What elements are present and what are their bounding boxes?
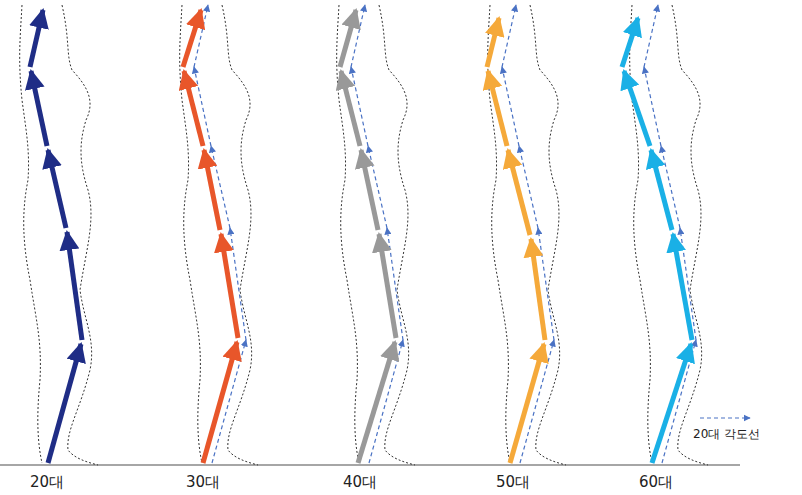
reference-angle-line bbox=[194, 5, 696, 463]
body-silhouette bbox=[337, 5, 415, 465]
age-label: 30대 bbox=[186, 473, 220, 492]
legend-text: 20대 각도선 bbox=[693, 426, 760, 443]
body-silhouette bbox=[630, 5, 708, 465]
legend-sample-line bbox=[700, 417, 750, 418]
body-silhouette bbox=[20, 5, 98, 465]
age-label: 60대 bbox=[639, 473, 673, 492]
body-silhouette bbox=[180, 5, 258, 465]
posture-angle-line bbox=[487, 18, 545, 463]
posture-angle-line bbox=[622, 18, 692, 463]
posture-angle-line bbox=[30, 10, 82, 463]
body-silhouette bbox=[488, 5, 566, 465]
posture-angle-line bbox=[183, 10, 238, 463]
posture-angle-line bbox=[340, 10, 396, 463]
age-label: 20대 bbox=[30, 473, 64, 492]
age-label: 40대 bbox=[343, 473, 377, 492]
age-label: 50대 bbox=[496, 473, 530, 492]
ground-line bbox=[0, 464, 740, 466]
